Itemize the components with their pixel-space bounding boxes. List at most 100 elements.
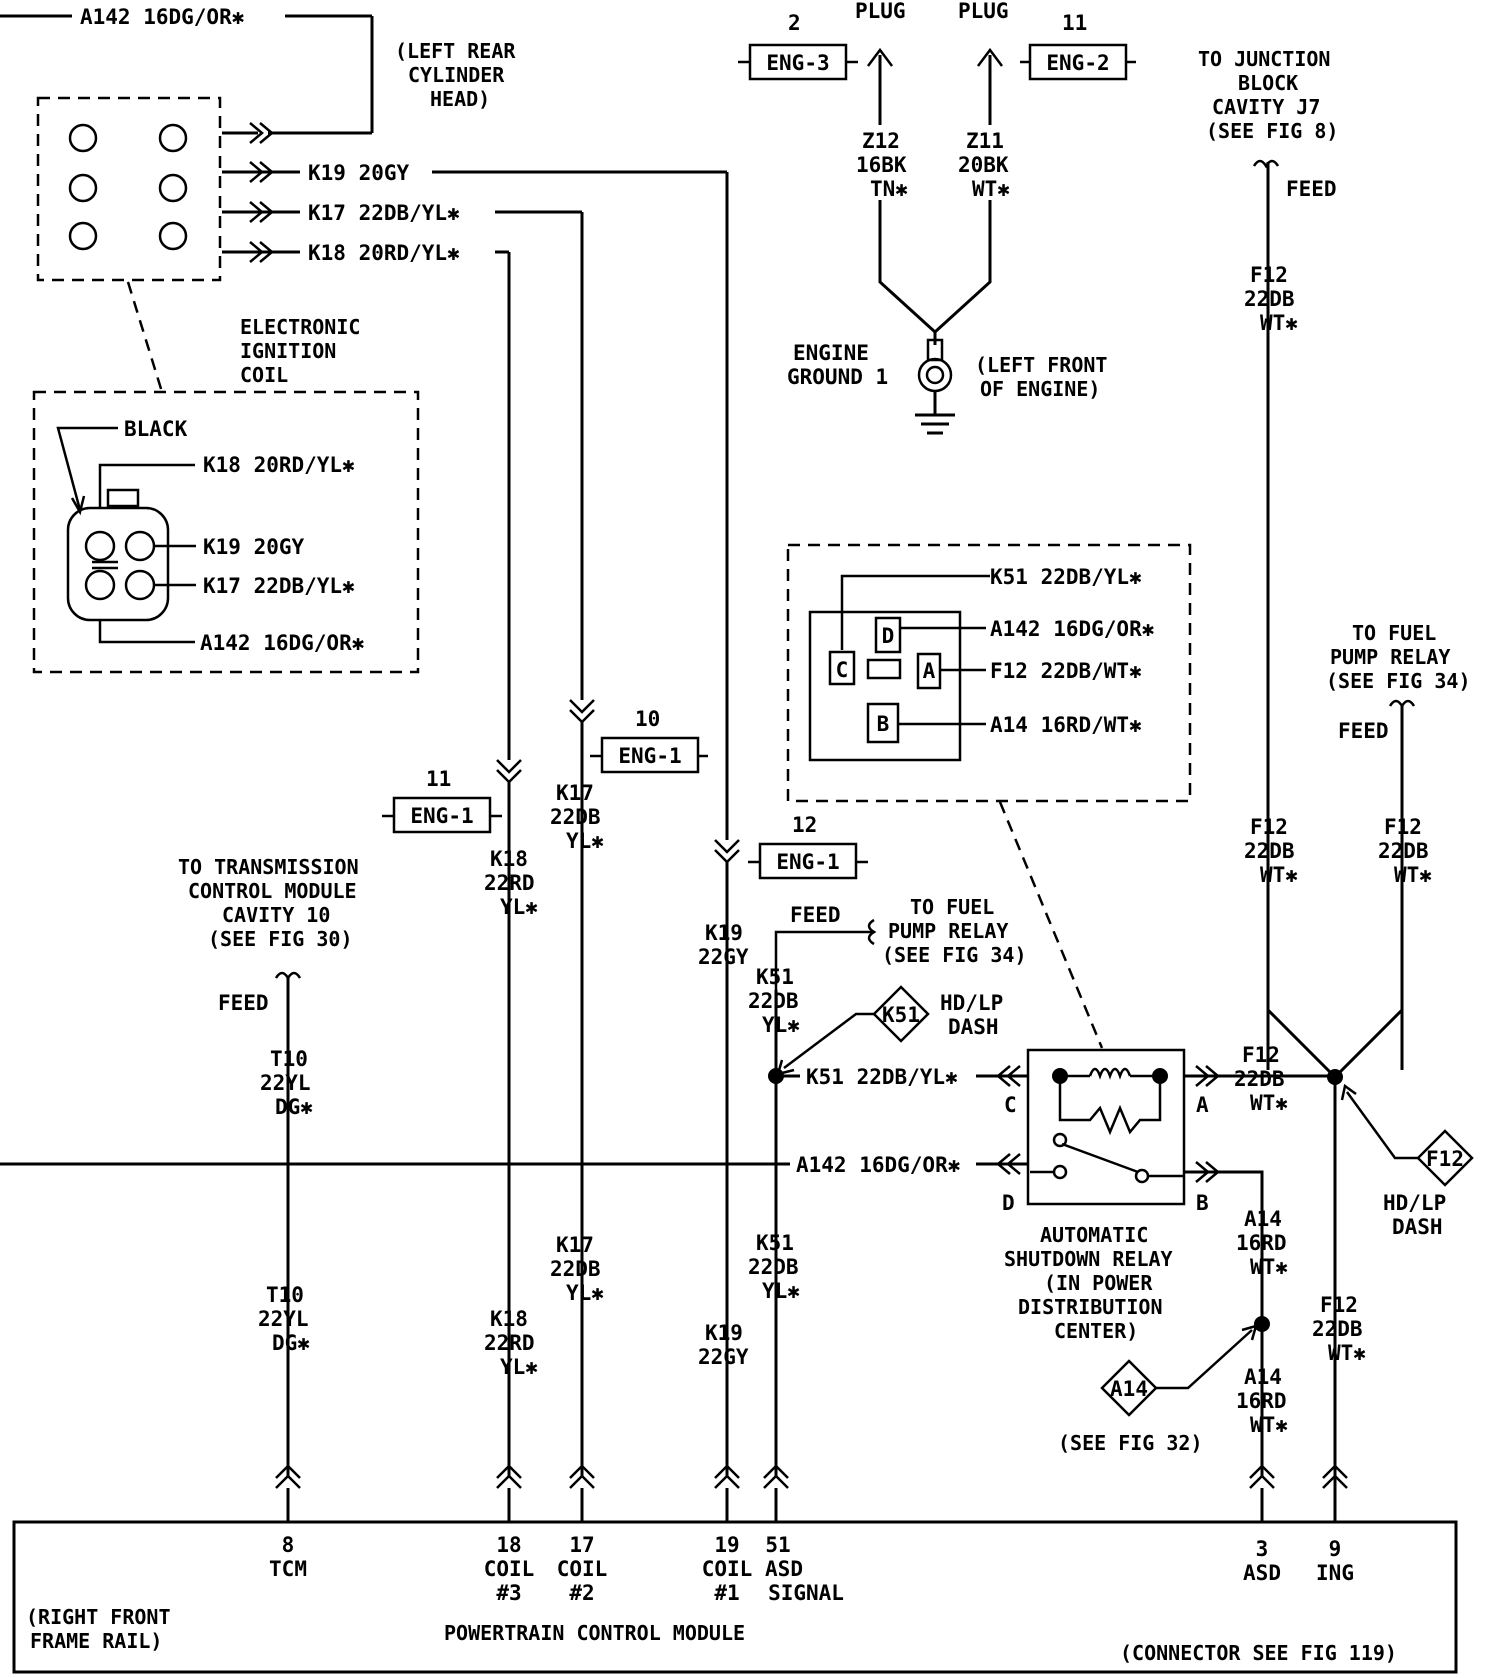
engine-ground-2: GROUND 1	[787, 365, 888, 389]
pin18-sub: #3	[496, 1581, 521, 1605]
box-d: D	[882, 624, 895, 648]
a14-diamond-label: A14	[1110, 1377, 1148, 1401]
k19-low-2: 22GY	[698, 1345, 749, 1369]
pcm-chevrons	[275, 1464, 1348, 1522]
f12-low-2: 22DB	[1312, 1317, 1363, 1341]
eng1-12: ENG-1	[776, 850, 839, 874]
k51-low-3: YL✱	[762, 1279, 800, 1303]
pin8-num: 8	[282, 1533, 295, 1557]
asd-relay-1: AUTOMATIC	[1040, 1223, 1148, 1247]
coil-k18-label: K18 20RD/YL✱	[203, 453, 355, 477]
f12-r-1: F12	[1384, 815, 1422, 839]
plug2-num: 2	[788, 11, 801, 35]
f12-low-3: WT✱	[1328, 1341, 1366, 1365]
left-front-engine-1: (LEFT FRONT	[975, 353, 1107, 377]
t10b-1: T10	[266, 1283, 304, 1307]
box-a142-label: A142 16DG/OR✱	[990, 617, 1155, 641]
box-k51-label: K51 22DB/YL✱	[990, 565, 1142, 589]
feed-tcm: FEED	[218, 991, 269, 1015]
to-fuel-right-2: PUMP RELAY	[1330, 645, 1450, 669]
to-fuel-right-3: (SEE FIG 34)	[1326, 669, 1471, 693]
pin19-name: COIL	[702, 1557, 753, 1581]
k17-mid-3: YL✱	[566, 829, 604, 853]
pin18-name: COIL	[484, 1557, 535, 1581]
asd-relay-4: DISTRIBUTION	[1018, 1295, 1163, 1319]
to-tcm-2: CONTROL MODULE	[188, 879, 357, 903]
t10-1: T10	[270, 1047, 308, 1071]
plug-label-1: PLUG	[855, 0, 906, 23]
eng3-label: ENG-3	[766, 51, 829, 75]
a14-2: 16RD	[1236, 1231, 1287, 1255]
plug-label-2: PLUG	[958, 0, 1009, 23]
pcm-title: POWERTRAIN CONTROL MODULE	[444, 1621, 745, 1645]
eic-label-2: IGNITION	[240, 339, 336, 363]
coil-connector-box	[36, 96, 222, 282]
pin51-sub: SIGNAL	[768, 1581, 844, 1605]
relay-a142-label: A142 16DG/OR✱	[796, 1153, 961, 1177]
see-fig32: (SEE FIG 32)	[1058, 1431, 1203, 1455]
n10-label: 10	[635, 707, 660, 731]
f12-low-1: F12	[1320, 1293, 1358, 1317]
f12-l-3: WT✱	[1260, 863, 1298, 887]
k19-low-1: K19	[705, 1321, 743, 1345]
k18-low-3: YL✱	[500, 1355, 538, 1379]
f12-top-1: F12	[1250, 263, 1288, 287]
eng1-connector-11: 11 ENG-1	[382, 759, 522, 834]
eic-label-1: ELECTRONIC	[240, 315, 360, 339]
top-left-wires: A142 16DG/OR✱ K19 20GY K17 22DB/YL✱ K18 …	[0, 5, 729, 840]
hdlp-right-1: HD/LP	[1383, 1191, 1446, 1215]
eng1-11: ENG-1	[410, 804, 473, 828]
k51-low-2: 22DB	[748, 1255, 799, 1279]
to-junction-1: TO JUNCTION	[1198, 47, 1330, 71]
k18-mid-1: K18	[490, 847, 528, 871]
to-tcm-4: (SEE FIG 30)	[208, 927, 353, 951]
hdlp-right-2: DASH	[1392, 1215, 1443, 1239]
relay-c: C	[1004, 1093, 1017, 1117]
a14b-3: WT✱	[1250, 1413, 1288, 1437]
plug11-num: 11	[1062, 11, 1087, 35]
f12-right-1: F12	[1242, 1043, 1280, 1067]
t10b-3: DG✱	[272, 1331, 310, 1355]
k17-low-3: YL✱	[566, 1281, 604, 1305]
pin19-num: 19	[714, 1533, 739, 1557]
left-rear-cyl-1: (LEFT REAR	[395, 39, 516, 63]
k51-mid-1: K51	[756, 965, 794, 989]
hdlp-mid-1: HD/LP	[940, 991, 1003, 1015]
left-rear-cyl-2: CYLINDER	[408, 63, 505, 87]
asd-relay-detail: K51 22DB/YL✱ C D A142 16DG/OR✱ A F12 22D…	[786, 543, 1192, 803]
z11-3: WT✱	[972, 177, 1010, 201]
plug-eng3: 2 PLUG ENG-3	[738, 0, 906, 125]
k18-low-2: 22RD	[484, 1331, 535, 1355]
wire-label-k17-22db: K17 22DB/YL✱	[308, 201, 460, 225]
z12-1: Z12	[862, 129, 900, 153]
connector-see: (CONNECTOR SEE FIG 119)	[1120, 1641, 1397, 1665]
asd-relay-symbol	[1026, 1048, 1335, 1478]
asd-relay-5: CENTER)	[1054, 1319, 1138, 1343]
eng1-connector-12: 12 ENG-1	[714, 813, 868, 880]
plug-eng2: 11 PLUG ENG-2	[958, 0, 1136, 125]
box-f12-label: F12 22DB/WT✱	[990, 659, 1142, 683]
k17-mid-2: 22DB	[550, 805, 601, 829]
f12-top-2: 22DB	[1244, 287, 1295, 311]
k51-diamond-label: K51	[882, 1003, 920, 1027]
t10b-2: 22YL	[258, 1307, 309, 1331]
f12-right-3: WT✱	[1250, 1091, 1288, 1115]
pin8-name: TCM	[269, 1557, 307, 1581]
relay-d: D	[1002, 1191, 1015, 1215]
pin19-sub: #1	[714, 1581, 739, 1605]
black-label: BLACK	[124, 417, 188, 441]
t10-3: DG✱	[275, 1095, 313, 1119]
pin3-num: 3	[1256, 1537, 1269, 1561]
to-junction-3: CAVITY J7	[1212, 95, 1320, 119]
k17-low-1: K17	[556, 1233, 594, 1257]
to-fuel-mid-3: (SEE FIG 34)	[882, 943, 1027, 967]
f12-l-2: 22DB	[1244, 839, 1295, 863]
to-tcm-1: TO TRANSMISSION	[178, 855, 359, 879]
feed-mid: FEED	[790, 903, 841, 927]
a14-1: A14	[1244, 1207, 1282, 1231]
n11-label: 11	[426, 767, 451, 791]
eng2-label: ENG-2	[1046, 51, 1109, 75]
wire-label-top-a142: A142 16DG/OR✱	[80, 5, 245, 29]
f12-diamond-label: F12	[1426, 1147, 1464, 1171]
k18-low-1: K18	[490, 1307, 528, 1331]
